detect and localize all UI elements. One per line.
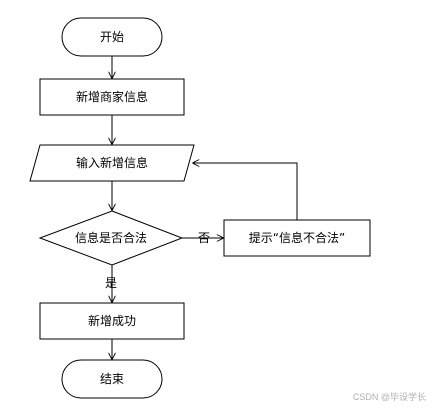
success-node: 新增成功 — [39, 302, 185, 340]
input-info-node: 输入新增信息 — [29, 144, 195, 182]
edge-prompt-to-input — [193, 163, 298, 220]
input-info-label: 输入新增信息 — [76, 155, 148, 170]
prompt-label: 提示“信息不合法” — [249, 230, 345, 245]
end-node: 结束 — [61, 359, 163, 399]
start-node: 开始 — [61, 17, 163, 57]
start-label: 开始 — [100, 30, 124, 44]
watermark-text: CSDN @毕设学长 — [353, 391, 426, 402]
add-merchant-label: 新增商家信息 — [76, 89, 148, 104]
end-label: 结束 — [100, 372, 124, 386]
edge-label-yes: 是 — [105, 276, 117, 290]
decision-label: 信息是否合法 — [75, 230, 147, 245]
decision-node: 信息是否合法 — [38, 210, 184, 266]
prompt-node: 提示“信息不合法” — [223, 219, 371, 257]
success-label: 新增成功 — [88, 313, 136, 328]
edge-label-no: 否 — [198, 231, 210, 245]
add-merchant-node: 新增商家信息 — [39, 78, 185, 116]
